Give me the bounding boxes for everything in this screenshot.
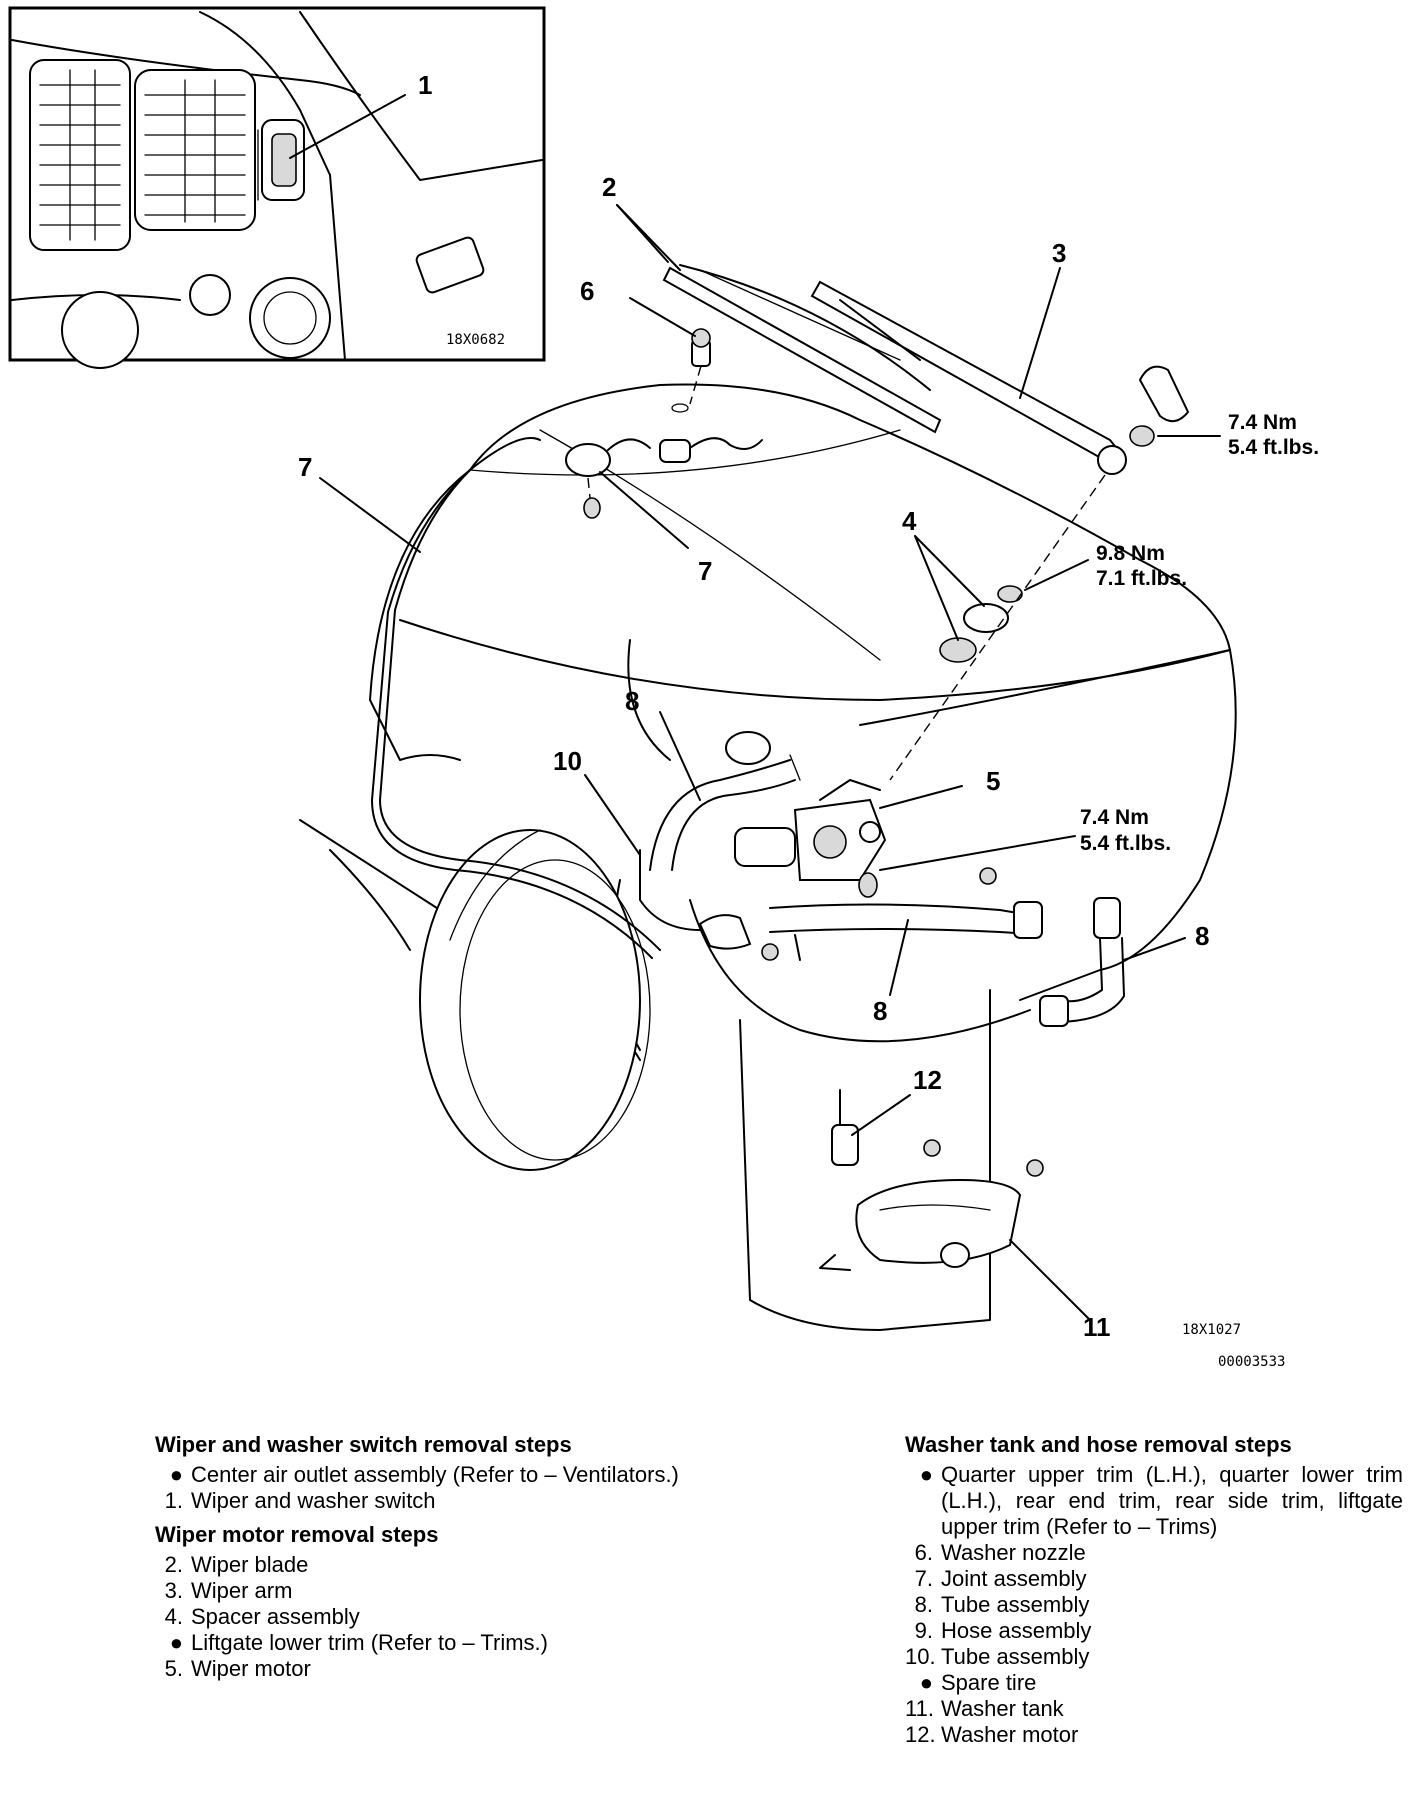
torque-motor-ftlbs: 5.4 ft.lbs. [1080, 832, 1171, 855]
tank-steps-list: ●Quarter upper trim (L.H.), quarter lowe… [905, 1462, 1403, 1748]
list-item: 3.Wiper arm [164, 1578, 293, 1603]
switch-steps-list: ●Center air outlet assembly (Refer to – … [155, 1462, 695, 1514]
list-item: 10.Tube assembly [905, 1644, 1090, 1669]
doc-number: 00003533 [1218, 1354, 1285, 1370]
list-item: ●Center air outlet assembly (Refer to – … [169, 1462, 679, 1487]
list-item: 9.Hose assembly [914, 1618, 1092, 1643]
list-item: 8.Tube assembly [914, 1592, 1090, 1617]
torque-spacer-nm: 9.8 Nm [1096, 542, 1165, 565]
callout-9-right: 8 [1195, 921, 1209, 951]
callout-1: 1 [418, 70, 432, 100]
callout-9-middle: 8 [873, 996, 887, 1026]
tank-steps-title: Washer tank and hose removal steps [905, 1432, 1292, 1457]
callout-9-upper: 8 [625, 686, 639, 716]
callout-7: 7 [698, 556, 712, 586]
right-steps-column: Washer tank and hose removal steps ●Quar… [905, 1432, 1403, 1756]
callout-5: 5 [986, 766, 1000, 796]
list-item: ●Quarter upper trim (L.H.), quarter lowe… [919, 1462, 1403, 1539]
callout-3: 3 [1052, 238, 1066, 268]
left-steps-column: Wiper and washer switch removal steps ●C… [155, 1432, 695, 1690]
list-item: ●Spare tire [919, 1670, 1037, 1695]
callout-8: 7 [298, 452, 312, 482]
list-item: 5.Wiper motor [164, 1656, 311, 1681]
list-item: 4.Spacer assembly [164, 1604, 360, 1629]
rear-vehicle-drawing: 6 7 2 3 7.4 Nm 5.4 ft.lbs. [298, 172, 1319, 1370]
dashboard-inset: 1 18X0682 [8, 6, 546, 369]
list-item: ●Liftgate lower trim (Refer to – Trims.) [169, 1630, 548, 1655]
callout-11: 11 [1083, 1312, 1111, 1342]
list-item: 7.Joint assembly [914, 1566, 1087, 1591]
torque-motor-nm: 7.4 Nm [1080, 806, 1149, 829]
main-code: 18X1027 [1182, 1322, 1241, 1338]
list-item: 6.Washer nozzle [914, 1540, 1086, 1565]
switch-steps-title: Wiper and washer switch removal steps [155, 1432, 572, 1457]
list-item: 12.Washer motor [905, 1722, 1079, 1747]
callout-12: 12 [913, 1065, 942, 1095]
list-item: 2.Wiper blade [164, 1552, 309, 1577]
torque-spacer-ftlbs: 7.1 ft.lbs. [1096, 567, 1187, 590]
torque-arm-ftlbs: 5.4 ft.lbs. [1228, 436, 1319, 459]
callout-4: 4 [902, 506, 917, 536]
inset-code: 18X0682 [446, 332, 505, 348]
callout-2: 2 [602, 172, 616, 202]
callout-6: 6 [580, 276, 594, 306]
motor-steps-title: Wiper motor removal steps [155, 1522, 439, 1547]
motor-steps-list: 2.Wiper blade 3.Wiper arm 4.Spacer assem… [155, 1552, 695, 1682]
torque-arm-nm: 7.4 Nm [1228, 411, 1297, 434]
list-item: 1.Wiper and washer switch [164, 1488, 436, 1513]
list-item: 11.Washer tank [905, 1696, 1064, 1721]
callout-10: 10 [553, 746, 582, 776]
